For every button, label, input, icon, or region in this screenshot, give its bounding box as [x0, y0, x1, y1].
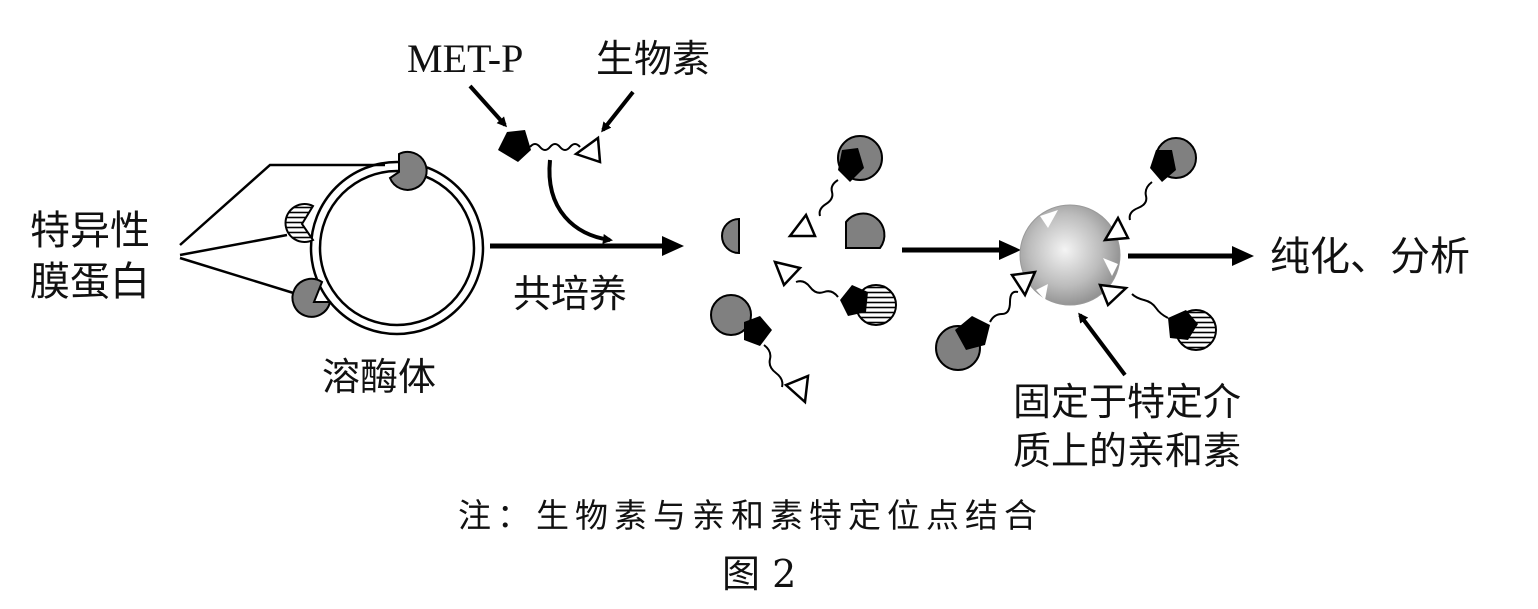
labelled-protein-lower	[710, 294, 810, 405]
met-p-label: MET-P	[407, 36, 523, 81]
membrane-protein-hatched	[284, 203, 315, 243]
captured-protein-lower-left	[935, 270, 1038, 371]
membrane-protein-label-line2: 膜蛋白	[30, 259, 150, 305]
captured-protein-lower-right	[1098, 283, 1217, 351]
lysosome-label: 溶酶体	[322, 355, 436, 399]
membrane-protein-gray-top	[388, 150, 428, 191]
lysosome	[309, 160, 485, 336]
captured-protein-upper	[1102, 137, 1197, 242]
coculture-label: 共培养	[513, 272, 627, 316]
note-text: 注：生物素与亲和素特定位点结合	[458, 496, 1043, 535]
met-p-pointer-arrow	[468, 84, 508, 128]
labelled-protein-upper	[787, 135, 883, 238]
avidin-label-line1: 固定于特定介	[1013, 380, 1241, 424]
free-protein-2	[845, 212, 886, 249]
avidin-bead	[1019, 204, 1121, 306]
figure-caption: 图 2	[722, 552, 796, 596]
free-protein-1	[721, 217, 740, 255]
biotin-label: 生物素	[596, 37, 710, 81]
purify-label: 纯化、分析	[1270, 234, 1470, 280]
linker	[529, 143, 581, 151]
biotin-triangle	[573, 135, 602, 164]
membrane-protein-label-line1: 特异性	[30, 208, 150, 254]
met-p-biotin-probe	[498, 130, 602, 164]
labelled-protein-hatched	[772, 260, 897, 326]
avidin-pointer-arrow	[1078, 312, 1127, 377]
pointer-lines	[179, 163, 385, 297]
biotin-pointer-arrow	[601, 90, 635, 133]
membrane-protein-gray-bottom	[291, 277, 332, 318]
avidin-label-line2: 质上的亲和素	[1013, 429, 1241, 473]
probe-to-coculture-arrow	[547, 159, 613, 244]
met-p-pentagon	[498, 130, 531, 162]
